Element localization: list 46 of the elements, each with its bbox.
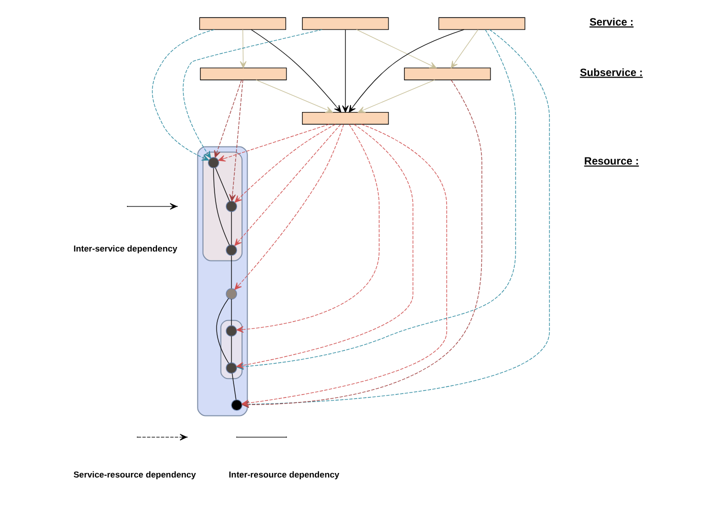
node-circle: [225, 362, 237, 374]
node-box: [198, 16, 286, 30]
node-circle: [230, 399, 242, 410]
node-circle: [225, 200, 237, 212]
connector: [216, 298, 229, 364]
label: Service :: [588, 16, 634, 28]
arrow: [234, 124, 336, 202]
arrow: [234, 124, 344, 290]
node-box: [302, 16, 388, 30]
label: Resource :: [584, 155, 638, 168]
node-box: [404, 67, 490, 80]
cluster: [196, 146, 248, 416]
arrow: [218, 124, 329, 162]
connector: [230, 211, 232, 244]
arrow: [356, 28, 436, 68]
connector: [231, 372, 236, 400]
arrow: [239, 28, 246, 68]
arrow: [214, 79, 242, 158]
arrow: [348, 28, 464, 112]
arrow: [450, 28, 478, 68]
arrow: [255, 79, 332, 112]
legend-label: Inter-service dependency: [72, 243, 177, 254]
node-circle: [207, 156, 219, 168]
arrow: [182, 28, 322, 158]
legend-label: Inter-resource dependency: [228, 468, 339, 479]
node-box: [199, 67, 286, 80]
node-circle: [225, 288, 237, 299]
arrow: [236, 124, 379, 332]
label: Subservice :: [579, 66, 642, 78]
node-circle: [225, 244, 237, 256]
connector: [230, 254, 232, 288]
connector: [230, 335, 232, 362]
connector: [230, 298, 232, 326]
connector: [214, 167, 230, 202]
arrow: [250, 28, 341, 112]
arrow: [151, 28, 214, 160]
arrow: [241, 123, 447, 406]
arrow: [228, 79, 243, 201]
arrow: [357, 79, 435, 112]
node-circle: [225, 324, 237, 336]
arrow: [234, 124, 340, 246]
connector: [212, 167, 230, 245]
node-box: [302, 112, 388, 124]
arrow: [342, 28, 348, 112]
legend-label: Service-resource dependency: [72, 468, 196, 479]
node-box: [438, 16, 525, 30]
